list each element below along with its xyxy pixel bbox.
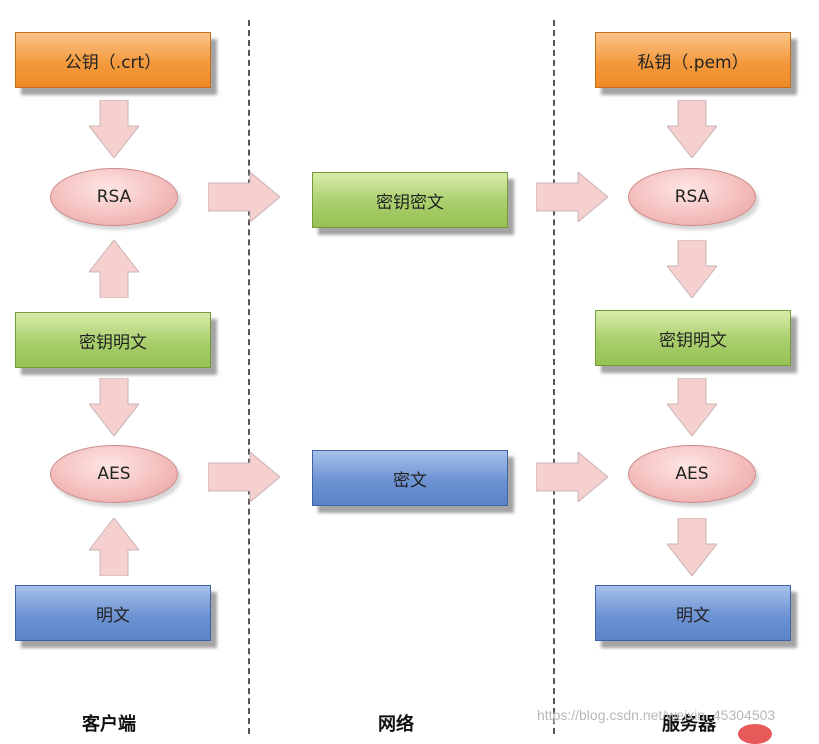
arrow-down-public-key-to-rsa xyxy=(89,100,139,158)
network-ciphertext-box: 密文 xyxy=(312,450,508,506)
client-public-key-box: 公钥（.crt） xyxy=(15,32,211,88)
arrow-up-plaintext-to-aes xyxy=(89,518,139,576)
client-plaintext-box: 明文 xyxy=(15,585,211,641)
arrow-down-aes-to-plaintext xyxy=(667,518,717,576)
arrow-right-ciphertext-to-aes xyxy=(536,452,608,502)
server-column-label: 服务器 xyxy=(662,714,716,735)
arrow-right-key-ciphertext-to-rsa xyxy=(536,172,608,222)
client-key-plaintext-box: 密钥明文 xyxy=(15,312,211,368)
server-plaintext-box: 明文 xyxy=(595,585,791,641)
network-column-label: 网络 xyxy=(378,714,414,735)
arrow-up-key-plaintext-to-rsa xyxy=(89,240,139,298)
arrow-down-rsa-to-key-plaintext xyxy=(667,240,717,298)
client-rsa-node: RSA xyxy=(50,168,178,226)
arrow-right-rsa-to-key-ciphertext xyxy=(208,172,280,222)
server-aes-node: AES xyxy=(628,445,756,503)
server-rsa-node: RSA xyxy=(628,168,756,226)
server-private-key-box: 私钥（.pem） xyxy=(595,32,791,88)
divider-client-network xyxy=(248,20,250,734)
client-column-label: 客户端 xyxy=(82,714,136,735)
arrow-down-key-plaintext-to-aes-server xyxy=(667,378,717,436)
arrow-right-aes-to-ciphertext xyxy=(208,452,280,502)
arrow-down-private-key-to-rsa xyxy=(667,100,717,158)
arrow-down-key-plaintext-to-aes xyxy=(89,378,139,436)
client-aes-node: AES xyxy=(50,445,178,503)
csdn-logo-icon xyxy=(738,724,772,744)
divider-network-server xyxy=(553,20,555,734)
watermark-url: https://blog.csdn.net/weixin_45304503 xyxy=(537,707,776,723)
network-key-ciphertext-box: 密钥密文 xyxy=(312,172,508,228)
server-key-plaintext-box: 密钥明文 xyxy=(595,310,791,366)
